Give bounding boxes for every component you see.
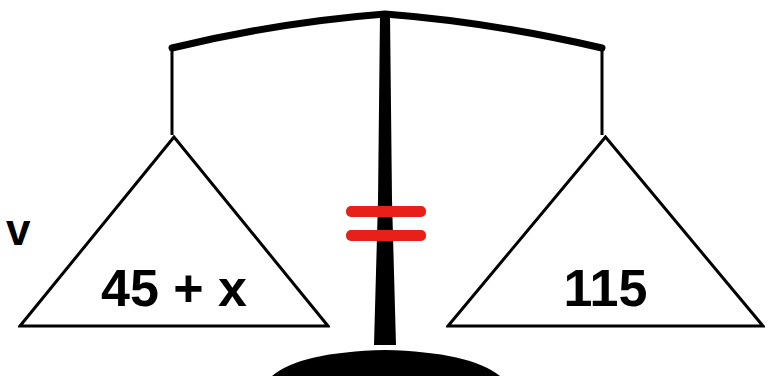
pan-expression: 45 + x [101, 262, 247, 314]
pan-outline [20, 137, 328, 326]
scale-pole [374, 14, 396, 345]
equals-bar [346, 206, 426, 217]
pan-expression: 115 [564, 262, 648, 314]
side-label: v [6, 208, 30, 252]
scale-pan: 115 [446, 135, 765, 328]
scale-base [272, 350, 500, 376]
pan-outline [448, 137, 763, 326]
hanger-line [601, 46, 604, 135]
scale-pan: 45 + x [18, 135, 330, 328]
equals-bar [346, 230, 426, 241]
hanger-line [171, 46, 174, 135]
